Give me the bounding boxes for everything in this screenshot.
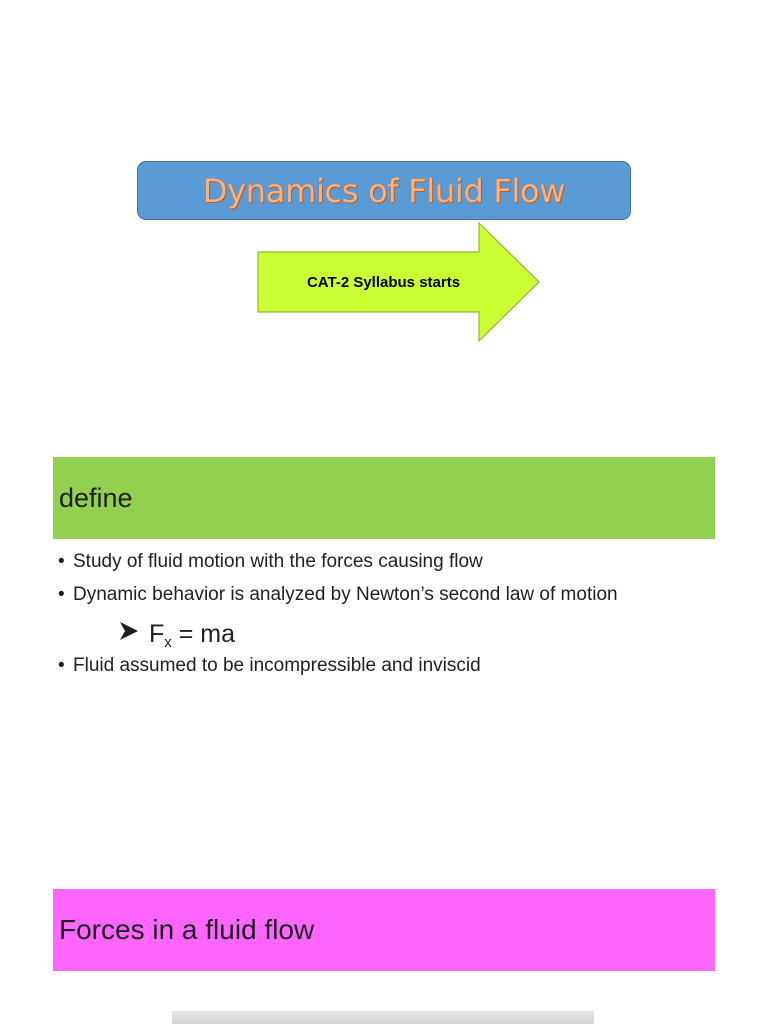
bullet-text: Fluid assumed to be incompressible and i…: [73, 655, 481, 676]
define-banner: define: [53, 457, 715, 539]
list-item: • Study of fluid motion with the forces …: [58, 548, 738, 581]
title-banner: Dynamics of Fluid Flow: [137, 161, 631, 220]
formula-item: Fx = ma: [58, 614, 738, 652]
arrow-label: CAT-2 Syllabus starts: [306, 273, 461, 291]
list-item: • Fluid assumed to be incompressible and…: [58, 652, 738, 685]
page-title: Dynamics of Fluid Flow: [202, 171, 566, 210]
bullet-text: Dynamic behavior is analyzed by Newton’s…: [73, 584, 618, 605]
scanned-image-fragment: [172, 1011, 594, 1024]
syllabus-arrow: CAT-2 Syllabus starts: [256, 221, 542, 343]
forces-banner: Forces in a fluid flow: [53, 889, 715, 971]
define-bullet-list: • Study of fluid motion with the forces …: [58, 548, 738, 685]
define-heading: define: [59, 482, 133, 513]
arrowhead-bullet-icon: [120, 622, 138, 640]
bullet-text: Study of fluid motion with the forces ca…: [73, 551, 483, 572]
forces-heading: Forces in a fluid flow: [59, 914, 315, 945]
newton-formula: Fx = ma: [149, 620, 236, 651]
bullet-icon: •: [58, 655, 65, 676]
list-item: • Dynamic behavior is analyzed by Newton…: [58, 581, 738, 614]
right-arrow-icon: [257, 221, 540, 343]
bullet-icon: •: [58, 584, 65, 605]
bullet-icon: •: [58, 551, 65, 572]
